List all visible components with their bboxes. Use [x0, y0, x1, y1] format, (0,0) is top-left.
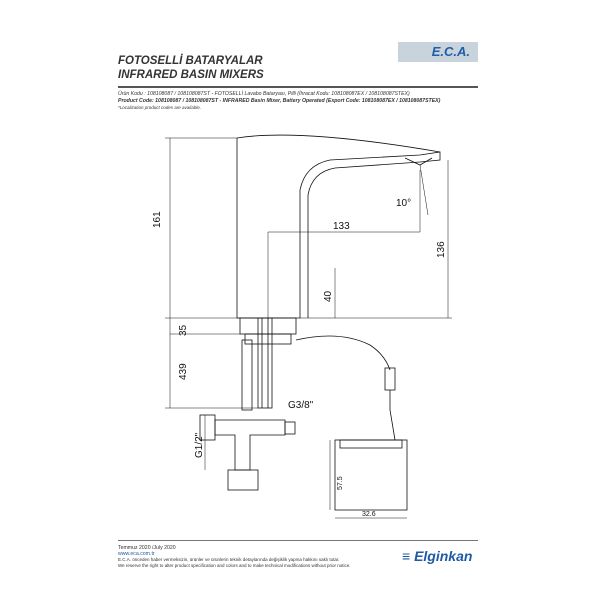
dim-angle: 10° [396, 198, 411, 209]
dim-hose: 439 [178, 363, 189, 380]
dim-box-height: 57.5 [337, 476, 344, 490]
footer-date: Temmuz 2020 /July 2020 [118, 545, 176, 551]
disclaimer-en: We reserve the right to alter product sp… [118, 563, 351, 568]
elginkan-logo: ≡ Elginkan [402, 548, 473, 564]
title-tr: FOTOSELLİ BATARYALAR [118, 55, 263, 67]
header-divider [118, 86, 478, 88]
title-en: INFRARED BASIN MIXERS [118, 69, 264, 81]
product-code-tr: Ürün Kodu : 108108087 / 108108087ST - FO… [118, 91, 410, 97]
footer-url[interactable]: www.eca.com.tr [118, 551, 155, 557]
dim-spout-height: 136 [436, 241, 447, 258]
dim-height: 161 [152, 211, 163, 228]
disclaimer-tr: E.C.A. önceden haber vermeksizin, ürünle… [118, 557, 340, 562]
localization-note: *Localization product codes are availabl… [118, 105, 202, 110]
dim-reach: 133 [333, 221, 350, 232]
dim-base: 35 [178, 324, 189, 336]
footer-divider [118, 540, 478, 541]
dim-sensor: 40 [323, 290, 334, 302]
product-code-en: Product Code: 108108087 / 108108087ST - … [118, 98, 441, 104]
dim-box-width: 32.6 [362, 511, 376, 518]
eca-logo: E.C.A. [398, 42, 478, 62]
thread-large: G1/2" [194, 432, 205, 458]
thread-small: G3/8" [288, 400, 314, 411]
